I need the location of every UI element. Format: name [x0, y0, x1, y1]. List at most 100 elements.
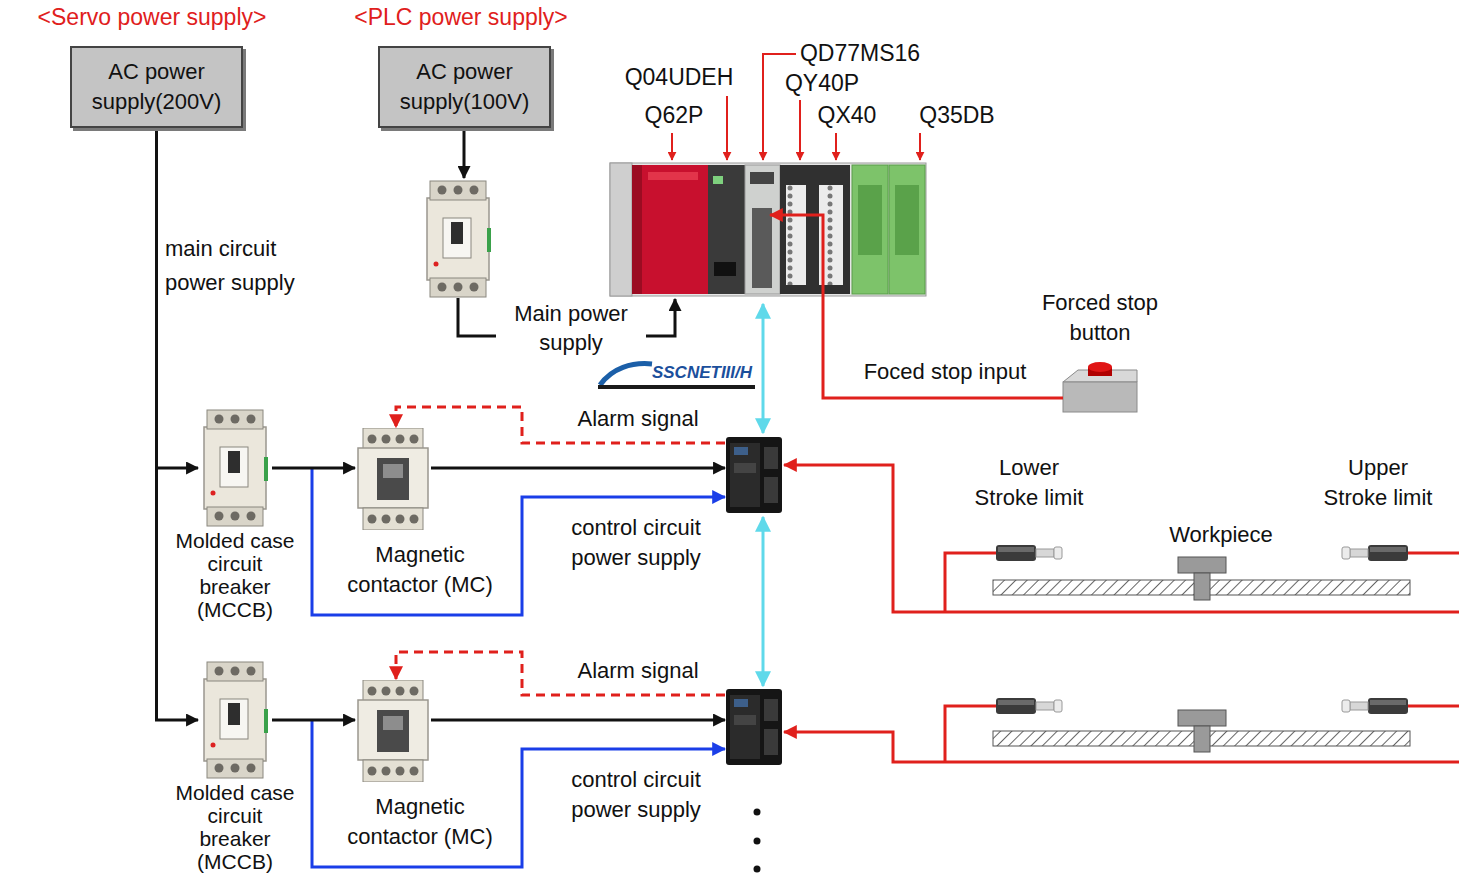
breaker-picture: [204, 662, 268, 778]
power-wire: [272, 467, 355, 470]
part-label: Lower Stroke limit: [970, 453, 1088, 513]
module-name: QX40: [818, 102, 877, 128]
power-module-shine: [648, 172, 698, 180]
part-label: Workpiece: [1169, 522, 1273, 548]
empty-slot: [889, 165, 925, 294]
empty-slot: [852, 165, 888, 294]
limit-wire: [784, 732, 1459, 762]
stop-signal-wire: [770, 215, 1063, 398]
power-wire: [431, 719, 725, 722]
module-name: Q04UDEH: [625, 64, 734, 90]
box-label: AC power supply(100V): [386, 57, 543, 117]
motion-module: [745, 165, 780, 294]
limit-wire: [945, 553, 996, 612]
button-base: [1063, 382, 1137, 412]
cpu-led: [713, 176, 723, 184]
alarm-wire: [396, 407, 725, 443]
pointer-arrow: [726, 96, 728, 160]
power-wire: [157, 128, 199, 468]
part-caption: Magnetic contactor (MC): [340, 792, 500, 852]
section-heading: <PLC power supply>: [354, 4, 568, 32]
limit-sensor: [1342, 698, 1408, 714]
network-link: [762, 517, 765, 686]
wire-label: control circuit power supply: [549, 765, 724, 825]
power-source-box: AC power supply(200V): [70, 46, 243, 128]
signal-label: Foced stop input: [864, 358, 1027, 387]
forced-stop-button: Forced stop button: [1063, 365, 1137, 413]
output-module: [780, 165, 812, 294]
base-unit: [610, 163, 926, 296]
pointer-arrow: [763, 54, 796, 160]
module-name: Q35DB: [919, 102, 994, 128]
stop-button-picture: [1063, 362, 1137, 412]
circuit-breaker: Molded case circuit breaker (MCCB): [198, 409, 272, 527]
pointer-arrow: [919, 133, 921, 160]
workpiece-block: [1178, 710, 1226, 726]
magnetic-contactor: Magnetic contactor (MC): [355, 428, 431, 530]
part-caption: Molded case circuit breaker (MCCB): [172, 529, 298, 621]
workpiece-stem: [1194, 573, 1210, 600]
part-caption: Molded case circuit breaker (MCCB): [172, 781, 298, 873]
contactor-picture: [358, 428, 428, 530]
plc-breaker: [427, 181, 491, 297]
cpu-port: [714, 262, 736, 276]
box-label: AC power supply(200V): [78, 57, 235, 117]
limit-sensor: [996, 698, 1062, 714]
limit-wire: [1408, 705, 1459, 708]
plc-rack: [610, 163, 926, 296]
workpiece-stem: [1194, 726, 1210, 752]
module-name: QY40P: [785, 70, 859, 96]
wire-label: Main power supply: [496, 300, 646, 357]
button-cap: [1088, 362, 1112, 372]
power-wire: [463, 129, 466, 178]
logo-swoosh: [600, 364, 652, 385]
power-wire: [157, 128, 199, 720]
section-heading: <Servo power supply>: [38, 4, 267, 32]
signal-label: Alarm signal: [577, 406, 698, 432]
network-logo: SSCNETIII/H: [652, 363, 752, 383]
cpu-module: [708, 165, 745, 294]
limit-sensor: [1342, 545, 1408, 561]
module-name: QD77MS16: [800, 40, 920, 66]
network-link: [762, 304, 765, 433]
control-power-wire: [312, 720, 725, 867]
wire-label: main circuit power supply: [165, 232, 330, 300]
breaker-picture: [204, 410, 268, 526]
connector-group: [157, 128, 356, 720]
magnetic-contactor: Magnetic contactor (MC): [355, 680, 431, 782]
power-source-box: AC power supply(100V): [378, 46, 551, 128]
motion-module-connector: [752, 208, 772, 288]
alarm-wire: [396, 652, 725, 695]
workpiece-block: [1178, 557, 1226, 573]
limit-wire: [1408, 552, 1459, 555]
limit-wire: [945, 706, 996, 762]
base-end: [610, 163, 632, 296]
input-module: [812, 165, 850, 294]
wire-label: control circuit power supply: [549, 513, 724, 573]
servo-amplifier: [726, 437, 782, 513]
motion-module-led: [750, 172, 774, 184]
pointer-arrow: [799, 100, 801, 160]
continuation-dot: [754, 838, 761, 845]
continuation-dot: [754, 866, 761, 873]
pointer-arrow: [835, 133, 837, 160]
power-module: [632, 165, 708, 294]
continuation-dot: [754, 809, 761, 816]
logo-bar: [598, 385, 755, 389]
servo-amplifier: [726, 689, 782, 765]
pointer-arrow: [671, 133, 673, 160]
limit-sensor: [996, 545, 1062, 561]
part-caption: Forced stop button: [1025, 288, 1175, 348]
power-wire: [431, 467, 725, 470]
module-name: Q62P: [645, 102, 704, 128]
signal-label: Alarm signal: [577, 658, 698, 684]
slot-connector: [895, 185, 919, 255]
control-power-wire: [312, 468, 725, 615]
contactor-picture: [358, 680, 428, 782]
power-wire: [272, 719, 355, 722]
part-caption: Magnetic contactor (MC): [340, 540, 500, 600]
slot-connector: [858, 185, 882, 255]
